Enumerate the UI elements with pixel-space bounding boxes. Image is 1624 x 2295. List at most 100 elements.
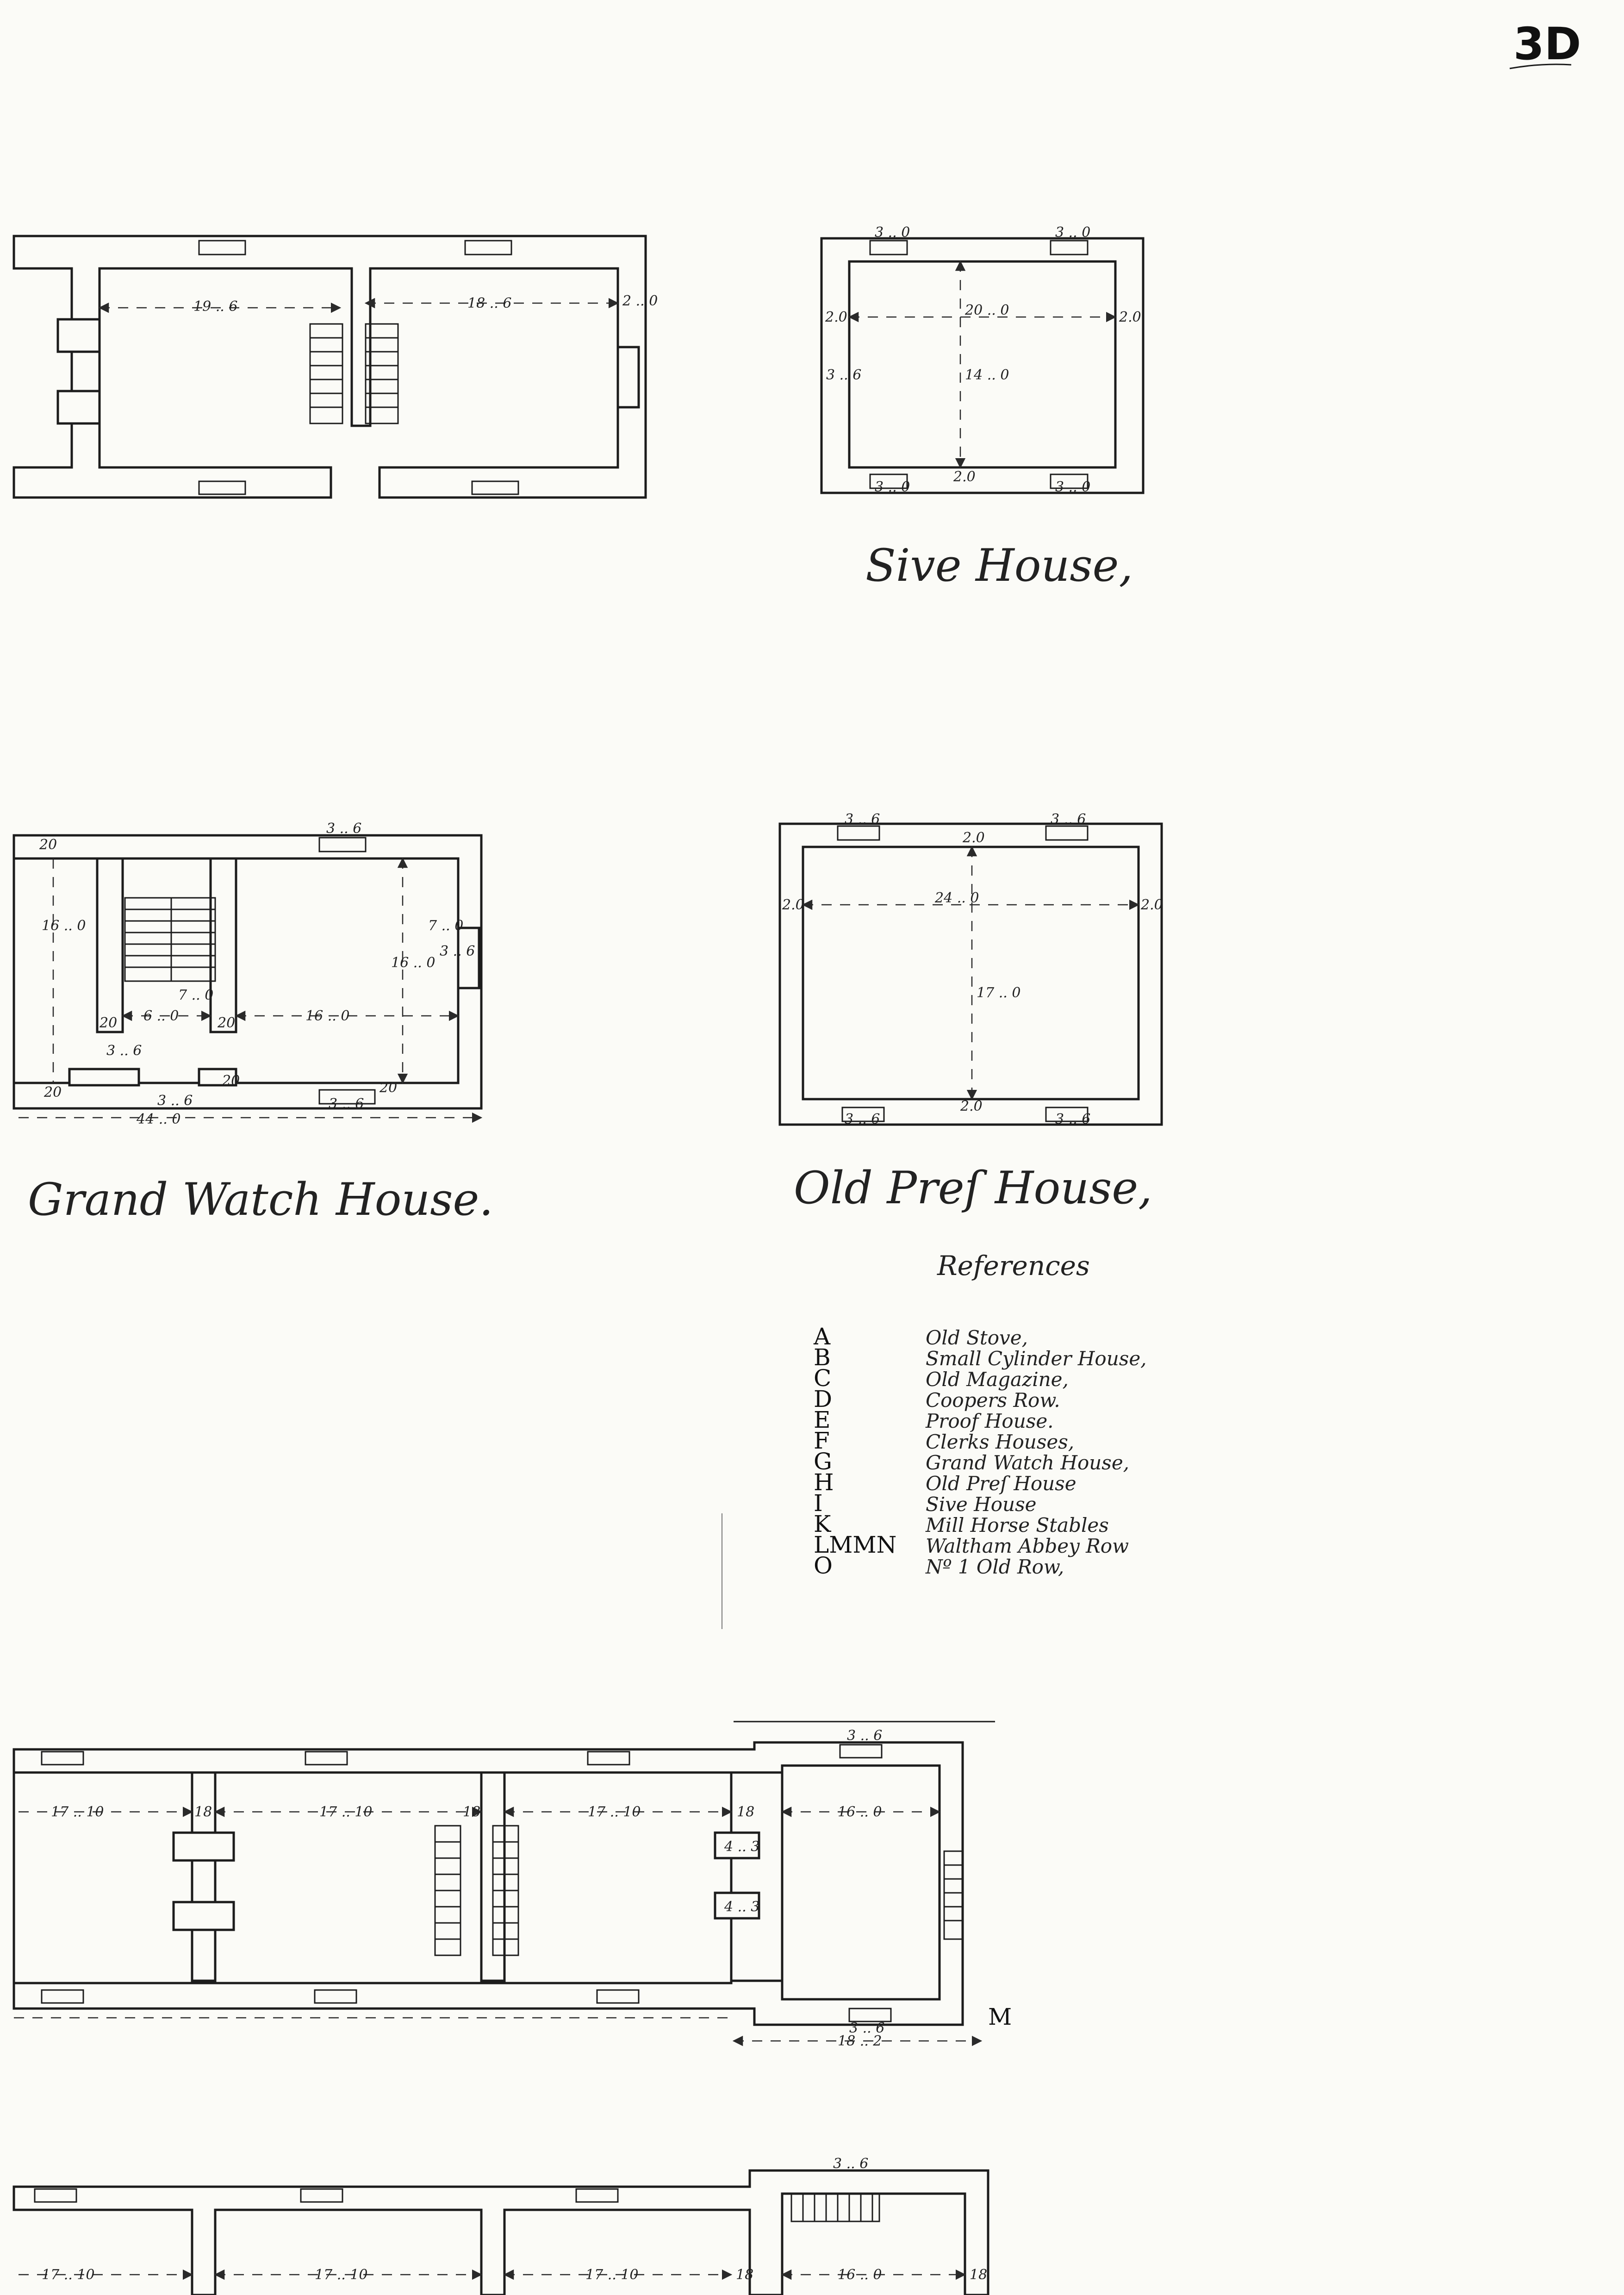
dimension-label: 3 .. 6 (106, 1043, 142, 1059)
dimension-label: 2.0 (962, 830, 985, 846)
old-press-house-window (1045, 825, 1089, 841)
dimension-label: 16 .. 0 (305, 1008, 349, 1024)
grand-watch-house-outer-wall (12, 834, 483, 1110)
reference-letter: LMMN (814, 1531, 896, 1558)
sheet-number-text: 3D (1513, 18, 1581, 70)
plan-lower-row: 17 .. 10 18 17 .. 10 18 17 .. 10 18 16 .… (12, 1721, 1012, 2049)
lower-row-pier (172, 1831, 235, 1862)
old-press-house-walls (778, 822, 1163, 1126)
dimension-label: 16 .. 0 (391, 955, 435, 971)
dimension-label: 7 .. 0 (428, 918, 463, 934)
lower-row-window (839, 1744, 883, 1759)
reference-item: Grand Watch House, (926, 1451, 1129, 1474)
lower-row-window (848, 2008, 892, 2022)
plan-top-left-window (198, 480, 246, 495)
dimension-label: 20 (39, 837, 57, 853)
old-press-house-title: Old Preſ House, (794, 1162, 1152, 1214)
dimension-label: 2 .. 0 (622, 293, 658, 309)
dimension-label: 18 (970, 2267, 987, 2283)
dimension-label: 18 .. 2 (838, 2033, 882, 2049)
reference-letter: C (814, 1365, 831, 1392)
dimension-label: 3 .. 6 (826, 367, 861, 383)
dimension-label: 3 .. 6 (440, 943, 475, 959)
dimension-label: 16 .. 0 (42, 918, 86, 934)
grand-watch-house-window (318, 1089, 376, 1105)
plan-top-left-chimney (616, 346, 640, 409)
sive-house-window (1050, 473, 1089, 489)
reference-letter: E (814, 1406, 831, 1433)
dimension-label: 20 (379, 1080, 397, 1096)
reference-item: Coopers Row. (926, 1389, 1060, 1412)
dimension-label: 3 .. 6 (845, 1111, 880, 1127)
old-press-house-window (841, 1107, 885, 1122)
reference-item: Small Cylinder House, (926, 1347, 1147, 1370)
lower-row-window (596, 1989, 640, 2004)
dimension-label: 2.0 (1140, 897, 1163, 913)
reference-letter: D (814, 1386, 832, 1412)
dimension-label: 20 (44, 1084, 62, 1101)
dimension-label: 17 .. 10 (315, 2267, 368, 2283)
references-title: References (937, 1250, 1090, 1281)
old-press-house-window (837, 825, 880, 841)
references-legend: References A B C D E F G H I K LMMN O Ol… (722, 1250, 1147, 1629)
reference-item: Nº 1 Old Row, (925, 1555, 1064, 1578)
plan-top-left-window (198, 240, 246, 255)
dimension-label: 18 (736, 2267, 753, 2283)
grand-watch-house-window (318, 837, 367, 852)
dimension-label: 2.0 (825, 309, 847, 325)
dimension-label: 44 .. 0 (136, 1111, 180, 1127)
dimension-label: 4 .. 3 (724, 1839, 759, 1855)
reference-letter: K (814, 1511, 832, 1537)
dimension-label: 4 .. 3 (724, 1899, 759, 1915)
dimension-label: 2.0 (782, 897, 804, 913)
sive-house-window (869, 473, 908, 489)
dimension-label: 6 .. 0 (143, 1008, 179, 1024)
dimension-label: 3 .. 0 (875, 479, 910, 495)
dimension-label: 3 .. 6 (157, 1093, 193, 1109)
dimension-label: 17 .. 0 (977, 985, 1020, 1001)
sive-house-window (1050, 240, 1089, 255)
lower-row-pier (172, 1901, 235, 1931)
lower-row-party-wall (730, 1771, 784, 1982)
reference-letter: H (814, 1469, 834, 1496)
dimension-label: 18 (463, 1804, 480, 1820)
plan-bottom-row: 17 .. 10 17 .. 10 17 .. 10 18 16 .. 0 18… (12, 2156, 989, 2295)
grand-watch-house-partition (209, 857, 237, 1033)
lower-row-window (41, 1989, 84, 2004)
reference-item: Old Magazine, (926, 1368, 1069, 1391)
lower-row-window (41, 1751, 84, 1766)
grand-watch-house-step (198, 1068, 237, 1087)
lower-row-window (305, 1751, 348, 1766)
dimension-label: 20 .. 0 (964, 302, 1009, 318)
reference-item: Proof House. (925, 1410, 1054, 1432)
lower-row-marker: M (988, 2003, 1012, 2030)
dimension-label: 3 .. 6 (845, 811, 880, 827)
plan-old-press-house: 3 .. 6 2.0 3 .. 6 24 .. 0 2.0 2.0 17 .. … (778, 811, 1163, 1214)
plan-top-left-pier-lower (56, 390, 101, 425)
dimension-label: 17 .. 10 (42, 2267, 95, 2283)
dimension-label: 3 .. 0 (1055, 479, 1090, 495)
references-items: Old Stove, Small Cylinder House, Old Mag… (925, 1326, 1147, 1578)
dimension-label: 3 .. 6 (833, 2156, 868, 2172)
lower-row-staircase (434, 1825, 964, 1956)
lower-row-window (587, 1751, 630, 1766)
dimension-label: 16 .. 0 (838, 1804, 882, 1820)
reference-letter: O (814, 1552, 833, 1579)
references-letters: A B C D E F G H I K LMMN O (813, 1323, 896, 1579)
dimension-label: 20 (222, 1073, 240, 1089)
dimension-label: 18 (194, 1804, 212, 1820)
dimension-label: 19 .. 6 (193, 299, 237, 315)
lower-row-pier (714, 1891, 760, 1920)
reference-item: Old Preſ House (926, 1472, 1076, 1495)
plan-top-left-staircase (309, 323, 399, 424)
grand-watch-house-title: Grand Watch House. (28, 1174, 493, 1225)
bottom-row-window (34, 2188, 77, 2203)
dimension-label: 2.0 (960, 1098, 983, 1114)
grand-watch-house-step (68, 1068, 140, 1087)
dimension-label: 20 (99, 1015, 117, 1031)
plan-top-left-pier-upper (56, 318, 101, 353)
reference-item: Waltham Abbey Row (926, 1535, 1129, 1557)
reference-item: Clerks Houses, (926, 1430, 1074, 1453)
grand-watch-house-chimney (457, 927, 480, 989)
